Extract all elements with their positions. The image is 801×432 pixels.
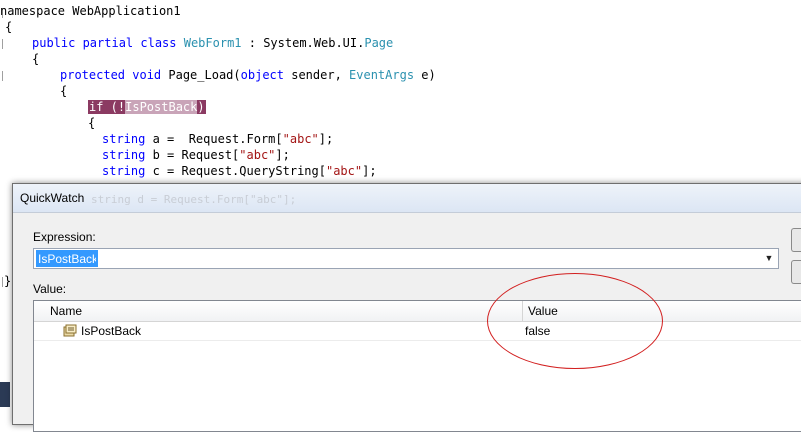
code-token: EventArgs — [349, 68, 415, 82]
code-token: e) — [414, 68, 436, 82]
column-divider[interactable] — [522, 301, 523, 321]
code-token: string — [102, 132, 146, 146]
code-token: ) — [197, 100, 205, 114]
value-label: Value: — [33, 282, 67, 296]
grid-header: Name Value — [34, 301, 801, 322]
property-icon — [63, 324, 77, 337]
table-row[interactable]: IsPostBack false — [34, 322, 801, 341]
code-token: Page_Load( — [161, 68, 241, 82]
code-line: { — [32, 51, 39, 67]
expression-input[interactable] — [36, 250, 98, 267]
code-token: "abc" — [325, 164, 363, 178]
column-header-name[interactable]: Name — [50, 304, 83, 318]
code-line: string a = Request.Form["abc"]; — [102, 131, 333, 147]
code-token: string — [102, 164, 146, 178]
code-token: ]; — [275, 148, 290, 162]
expression-combobox[interactable]: ▼ — [33, 248, 779, 269]
code-token: b = Request[ — [145, 148, 240, 162]
code-token: ]; — [362, 164, 377, 178]
quickwatch-dialog: QuickWatch string d = Request.Form["abc"… — [12, 183, 801, 432]
code-token: WebApplication1 — [65, 4, 181, 18]
code-token: ]; — [318, 132, 334, 146]
code-token: public partial class — [32, 36, 177, 50]
column-header-value[interactable]: Value — [528, 304, 558, 318]
add-watch-button[interactable] — [791, 260, 801, 284]
code-token: } — [4, 274, 12, 288]
breakpoint-line[interactable]: if (!IsPostBack) — [88, 99, 206, 115]
code-token: { — [5, 20, 13, 34]
code-line: } — [4, 273, 11, 289]
code-token: sender, — [284, 68, 350, 82]
code-line: protected void Page_Load(object sender, … — [60, 67, 436, 83]
code-line: { — [5, 19, 12, 35]
code-line: string b = Request["abc"]; — [102, 147, 290, 163]
taskbar-strip — [0, 382, 10, 407]
dialog-title: QuickWatch — [20, 191, 85, 205]
dialog-titlebar[interactable]: QuickWatch string d = Request.Form["abc"… — [13, 184, 801, 213]
expression-label: Expression: — [33, 230, 96, 244]
outline-marker[interactable] — [2, 39, 3, 49]
code-token: { — [60, 84, 68, 98]
outline-marker[interactable] — [2, 277, 3, 287]
code-token: namespace — [0, 4, 66, 18]
code-token: string — [102, 148, 146, 162]
code-line: { — [88, 115, 95, 131]
code-token: protected void — [60, 68, 162, 82]
code-line: { — [60, 83, 67, 99]
outline-marker[interactable] — [2, 8, 3, 18]
reevaluate-button[interactable] — [791, 228, 801, 252]
code-token: a = Request.Form[ — [145, 132, 283, 146]
row-value-cell[interactable]: false — [525, 324, 551, 338]
value-grid[interactable]: Name Value IsPostBack false — [33, 300, 801, 432]
code-token: { — [88, 116, 96, 130]
code-token: object — [240, 68, 284, 82]
code-token: { — [32, 52, 40, 66]
selected-token[interactable]: IsPostBack — [125, 100, 198, 114]
chevron-down-icon[interactable]: ▼ — [764, 253, 774, 263]
breakpoint-highlight: if (!IsPostBack) — [88, 100, 206, 114]
code-token: if (! — [89, 100, 126, 114]
code-line: namespace WebApplication1 — [0, 3, 181, 19]
outline-marker[interactable] — [2, 71, 3, 81]
code-token: "abc" — [239, 148, 276, 162]
code-token: : System.Web.UI. — [241, 36, 365, 50]
code-token: "abc" — [282, 132, 319, 146]
background-code-ghost: string d = Request.Form["abc"]; — [91, 193, 297, 206]
row-name-cell: IsPostBack — [81, 324, 142, 338]
code-token: WebForm1 — [183, 36, 242, 50]
code-line: string c = Request.QueryString["abc"]; — [102, 163, 377, 179]
code-line: public partial class WebForm1 : System.W… — [32, 35, 393, 51]
code-token: Page — [364, 36, 394, 50]
code-token: c = Request.QueryString[ — [145, 164, 326, 178]
